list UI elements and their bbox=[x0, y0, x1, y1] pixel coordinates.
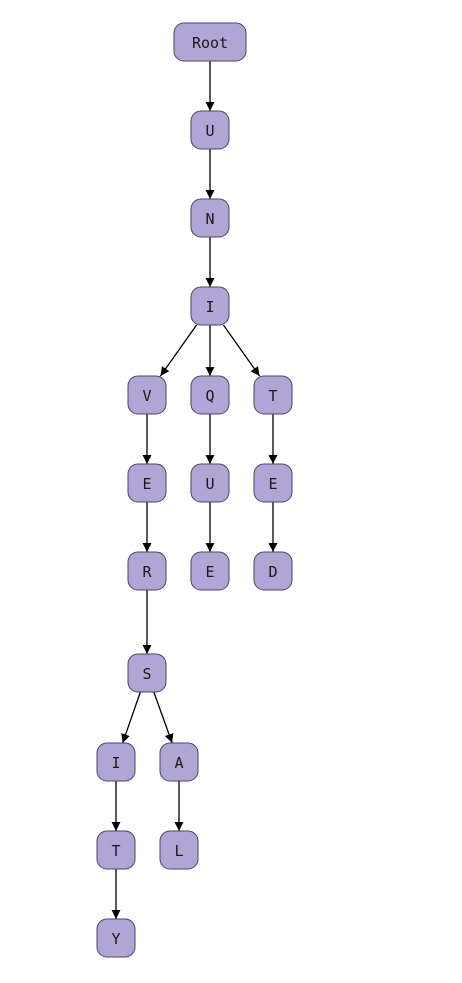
node-label: E bbox=[142, 475, 151, 493]
node-t2: T bbox=[96, 830, 136, 870]
node-label: Root bbox=[192, 34, 228, 52]
node-box bbox=[253, 375, 293, 415]
edge-i1-v bbox=[159, 324, 198, 377]
node-e2: E bbox=[190, 551, 230, 591]
node-label: U bbox=[205, 122, 214, 140]
node-box bbox=[159, 830, 199, 870]
node-box bbox=[173, 22, 247, 62]
node-label: R bbox=[142, 563, 152, 581]
node-u2: U bbox=[190, 463, 230, 503]
node-q: Q bbox=[190, 375, 230, 415]
node-root: Root bbox=[173, 22, 247, 62]
node-label: D bbox=[268, 563, 277, 581]
node-u: U bbox=[190, 110, 230, 150]
node-box bbox=[253, 551, 293, 591]
node-box bbox=[127, 653, 167, 693]
node-label: I bbox=[111, 754, 120, 772]
edge-s-a bbox=[153, 691, 174, 744]
edge-i1-t1 bbox=[222, 324, 261, 377]
node-label: E bbox=[268, 475, 277, 493]
node-s: S bbox=[127, 653, 167, 693]
node-box bbox=[190, 375, 230, 415]
node-label: Q bbox=[205, 387, 214, 405]
node-r: R bbox=[127, 551, 167, 591]
node-box bbox=[190, 551, 230, 591]
node-box bbox=[190, 463, 230, 503]
node-box bbox=[96, 830, 136, 870]
node-label: Y bbox=[111, 930, 120, 948]
node-box bbox=[190, 286, 230, 326]
node-box bbox=[253, 463, 293, 503]
node-v: V bbox=[127, 375, 167, 415]
node-box bbox=[127, 463, 167, 503]
node-y: Y bbox=[96, 918, 136, 958]
node-label: I bbox=[205, 298, 214, 316]
node-box bbox=[190, 110, 230, 150]
node-d: D bbox=[253, 551, 293, 591]
node-label: E bbox=[205, 563, 214, 581]
edge-s-i2 bbox=[121, 691, 141, 744]
node-box bbox=[96, 742, 136, 782]
node-t1: T bbox=[253, 375, 293, 415]
node-box bbox=[190, 198, 230, 238]
node-label: T bbox=[268, 387, 277, 405]
node-i1: I bbox=[190, 286, 230, 326]
node-label: S bbox=[142, 665, 151, 683]
node-l: L bbox=[159, 830, 199, 870]
node-label: A bbox=[174, 754, 183, 772]
node-a: A bbox=[159, 742, 199, 782]
node-label: U bbox=[205, 475, 214, 493]
node-box bbox=[159, 742, 199, 782]
node-e3: E bbox=[253, 463, 293, 503]
node-e1: E bbox=[127, 463, 167, 503]
node-label: N bbox=[205, 210, 214, 228]
node-label: L bbox=[174, 842, 183, 860]
node-box bbox=[96, 918, 136, 958]
node-i2: I bbox=[96, 742, 136, 782]
node-box bbox=[127, 375, 167, 415]
node-box bbox=[127, 551, 167, 591]
node-n: N bbox=[190, 198, 230, 238]
node-label: V bbox=[142, 387, 151, 405]
node-label: T bbox=[111, 842, 120, 860]
edges bbox=[111, 61, 278, 919]
